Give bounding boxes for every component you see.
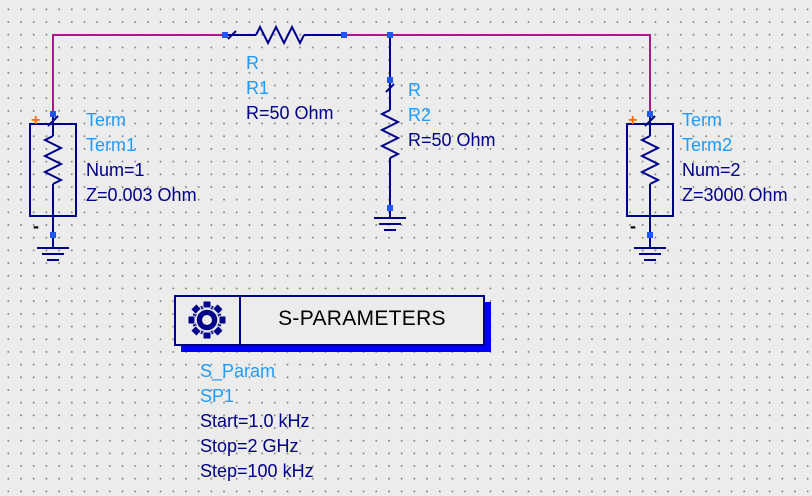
wire-term1-to-r1[interactable] [52,34,226,114]
term2-minus-marker: - [630,216,636,236]
r2-pin1[interactable] [387,77,393,83]
r2-param-r: R=50 Ohm [408,130,496,150]
term2-instance: Term2 [682,135,733,155]
sparam-label[interactable]: S_Param SP1 Start=1.0 kHz Stop=2 GHz Ste… [200,359,314,484]
r1-param-r: R=50 Ohm [246,103,334,123]
term2-pin2[interactable] [647,232,653,238]
r2-orientation-tick [385,83,395,93]
term2-orientation-tick [644,115,656,127]
term2[interactable] [626,114,674,238]
ground-icon [374,211,406,231]
wire-node-to-term2[interactable] [390,34,651,114]
ground-icon [634,238,666,261]
r1-pin1[interactable] [222,32,228,38]
r2-pin2[interactable] [387,205,393,211]
term1-param-z: Z=0.003 Ohm [86,185,197,205]
sparam-type: S_Param [200,361,276,381]
term1-param-num: Num=1 [86,160,145,180]
r2-instance: R2 [408,105,432,125]
gear-icon [187,300,227,340]
term2-resistor-symbol [639,135,661,185]
resistor-r2-symbol [379,109,401,159]
sparam-param-stop: Stop=2 GHz [200,436,299,456]
sparam-controller[interactable] [174,295,491,352]
term2-param-z: Z=3000 Ohm [682,185,788,205]
wires [52,34,651,114]
term2-param-num: Num=2 [682,160,741,180]
r1-pin2[interactable] [341,32,347,38]
term1-minus-marker: - [33,216,39,236]
sparam-param-start: Start=1.0 kHz [200,411,310,431]
ground-icon [37,238,69,261]
term1-label[interactable]: Term Term1 Num=1 Z=0.003 Ohm [86,108,197,208]
junction-node[interactable] [387,32,393,38]
resistor-r2[interactable] [379,38,401,211]
resistor-r1[interactable] [226,24,344,46]
term1-plus-marker: + [31,112,40,129]
term1-type: Term [86,110,126,130]
sparam-instance: SP1 [200,386,235,406]
r1-instance: R1 [246,78,270,98]
term1-resistor-symbol [42,135,64,185]
term1-instance: Term1 [86,135,137,155]
term2-plus-marker: + [628,112,637,129]
r1-type: R [246,53,259,73]
r2-label[interactable]: R R2 R=50 Ohm [408,78,496,153]
r1-orientation-tick [227,30,237,40]
term1-orientation-tick [47,115,59,127]
term2-label[interactable]: Term Term2 Num=2 Z=3000 Ohm [682,108,788,208]
term1-pin1[interactable] [50,111,56,117]
r2-type: R [408,80,421,100]
term2-type: Term [682,110,722,130]
sparam-param-step: Step=100 kHz [200,461,314,481]
sparam-title: S-PARAMETERS [278,307,446,330]
term2-pin1[interactable] [647,111,653,117]
term1[interactable] [29,114,77,238]
r1-label[interactable]: R R1 R=50 Ohm [246,51,334,126]
term1-pin2[interactable] [50,232,56,238]
resistor-r1-symbol [255,24,305,46]
